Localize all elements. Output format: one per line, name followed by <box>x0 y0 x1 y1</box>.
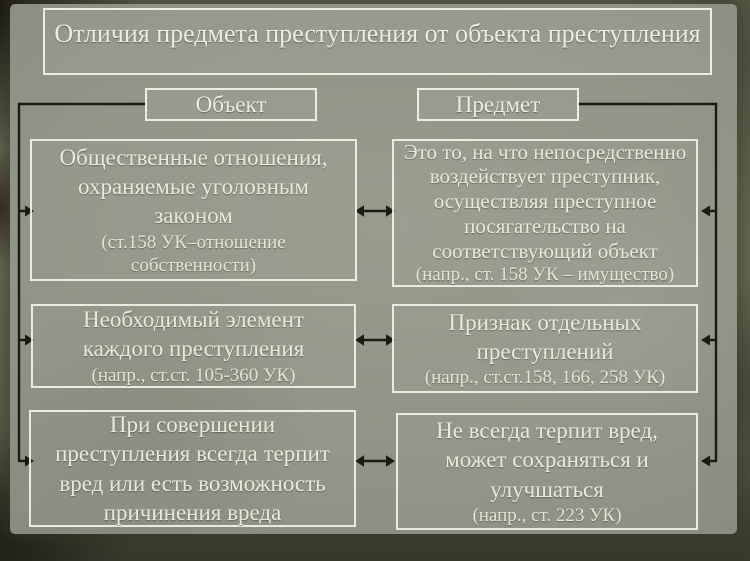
subject-harm-note: (напр., ст. 223 УК) <box>472 504 622 526</box>
column-header-subject: Предмет <box>417 88 579 121</box>
subject-feature-note: (напр., ст.ст.158, 166, 258 УК) <box>424 367 666 389</box>
object-definition-box: Общественные отношения, охраняемые уголо… <box>30 139 357 281</box>
title-box: Отличия предмета преступления от объекта… <box>43 8 712 75</box>
subject-definition-box: Это то, на что непосредственно воздейств… <box>392 139 698 287</box>
slide-title: Отличия предмета преступления от объекта… <box>54 19 701 48</box>
subject-definition-text: Это то, на что непосредственно воздейств… <box>403 139 687 263</box>
object-definition-text: Общественные отношения, охраняемые уголо… <box>59 145 328 229</box>
subject-feature-text: Признак отдельных преступлений <box>448 309 642 364</box>
object-element-note: (напр., ст.ст. 105-360 УК) <box>91 364 296 386</box>
object-element-text: Необходимый элемент каждого преступления <box>82 307 305 362</box>
column-header-object-label: Объект <box>195 91 267 117</box>
column-header-object: Объект <box>145 88 317 121</box>
subject-feature-box: Признак отдельных преступлений (напр., с… <box>392 304 698 393</box>
subject-harm-text: Не всегда терпит вред, может сохраняться… <box>436 418 658 502</box>
column-header-subject-label: Предмет <box>455 91 541 117</box>
object-harm-box: При совершении преступления всегда терпи… <box>29 410 356 527</box>
object-definition-note: (ст.158 УК–отношение собственности) <box>101 231 286 276</box>
subject-harm-box: Не всегда терпит вред, может сохраняться… <box>396 413 698 530</box>
object-element-box: Необходимый элемент каждого преступления… <box>31 304 356 388</box>
subject-definition-note: (напр., ст. 158 УК – имущество) <box>415 264 675 286</box>
object-harm-text: При совершении преступления всегда терпи… <box>55 412 330 525</box>
